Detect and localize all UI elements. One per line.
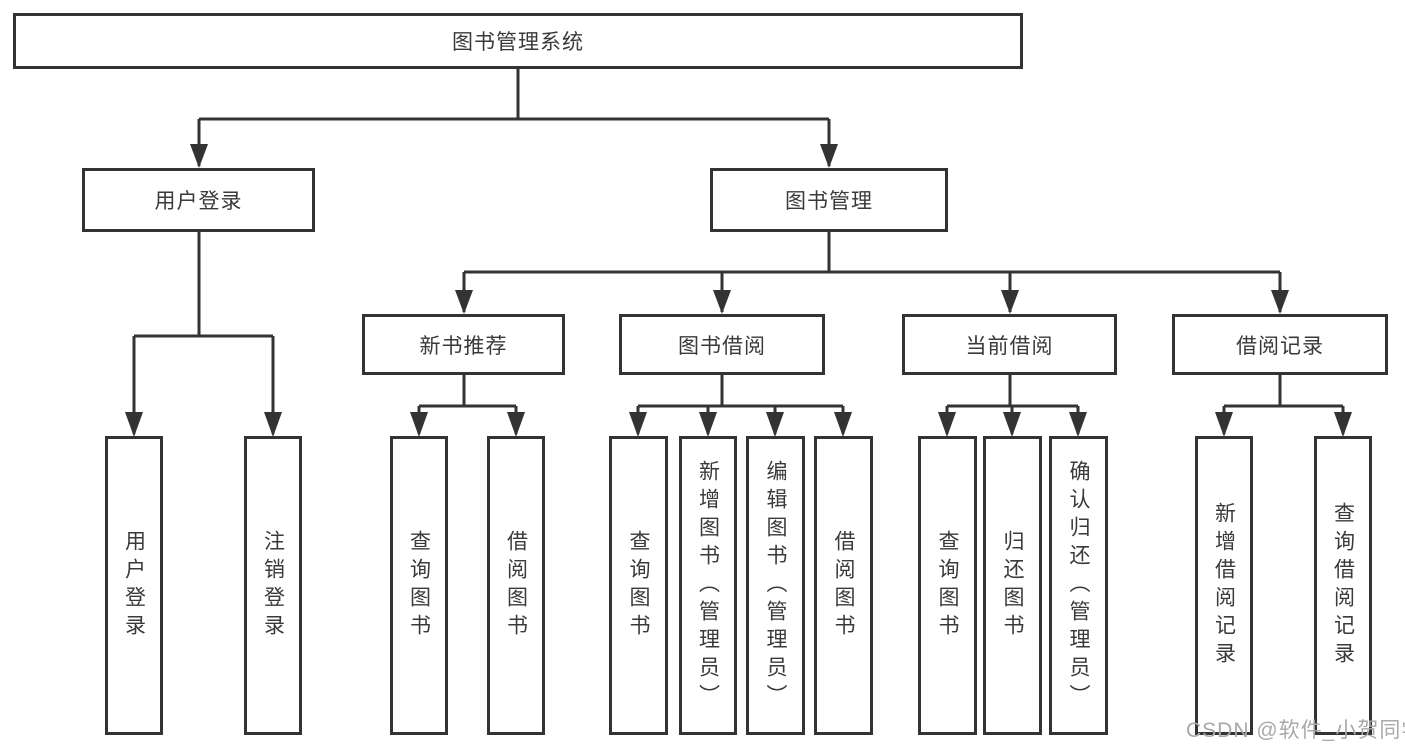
node-leaf-query-books-current: 查询图书 [918, 436, 977, 735]
node-book-management: 图书管理 [710, 168, 948, 232]
node-leaf-query-borrow-record: 查询借阅记录 [1314, 436, 1372, 735]
node-leaf-query-borrow-record-label: 查询借阅记录 [1331, 501, 1355, 670]
node-leaf-add-borrow-record-label: 新增借阅记录 [1212, 501, 1236, 670]
node-borrowing-records-label: 借阅记录 [1236, 334, 1324, 358]
node-leaf-confirm-return-admin-label: 确认归还（管理员） [1067, 459, 1090, 712]
node-library-system: 图书管理系统 [13, 13, 1023, 69]
node-leaf-add-books-admin: 新增图书（管理员） [679, 436, 737, 735]
node-new-book-recommend-label: 新书推荐 [419, 334, 508, 358]
node-leaf-logout: 注销登录 [244, 436, 302, 735]
node-leaf-query-books-recommend: 查询图书 [390, 436, 448, 735]
node-leaf-query-books-current-label: 查询图书 [936, 529, 959, 642]
node-leaf-return-books-label: 归还图书 [1001, 529, 1024, 642]
arrowheads [125, 144, 1352, 437]
node-leaf-user-login: 用户登录 [105, 436, 163, 735]
node-leaf-return-books: 归还图书 [983, 436, 1042, 735]
node-book-management-label: 图书管理 [785, 190, 873, 213]
node-leaf-borrow-books-label: 借阅图书 [832, 529, 855, 642]
node-leaf-query-books-borrowing-label: 查询图书 [627, 529, 650, 642]
node-current-borrowing: 当前借阅 [902, 314, 1117, 375]
node-user-login-branch-label: 用户登录 [154, 190, 243, 213]
node-leaf-query-books-recommend-label: 查询图书 [407, 529, 431, 642]
node-leaf-add-books-admin-label: 新增图书（管理员） [696, 459, 720, 712]
node-leaf-edit-books-admin-label: 编辑图书（管理员） [764, 459, 787, 712]
node-library-system-label: 图书管理系统 [452, 31, 584, 54]
node-leaf-query-books-borrowing: 查询图书 [609, 436, 668, 735]
node-book-borrowing: 图书借阅 [619, 314, 825, 375]
node-leaf-borrow-books: 借阅图书 [814, 436, 873, 735]
node-leaf-user-login-label: 用户登录 [122, 529, 146, 642]
node-leaf-confirm-return-admin: 确认归还（管理员） [1049, 436, 1108, 735]
connector-paths [132, 69, 1345, 434]
node-leaf-borrow-books-recommend: 借阅图书 [487, 436, 545, 735]
node-leaf-add-borrow-record: 新增借阅记录 [1195, 436, 1253, 735]
node-current-borrowing-label: 当前借阅 [965, 334, 1054, 358]
node-leaf-borrow-books-recommend-label: 借阅图书 [504, 529, 528, 642]
node-borrowing-records: 借阅记录 [1172, 314, 1388, 375]
node-user-login-branch: 用户登录 [82, 168, 315, 232]
node-new-book-recommend: 新书推荐 [362, 314, 565, 375]
node-book-borrowing-label: 图书借阅 [678, 334, 766, 358]
csdn-watermark: CSDN @软件_小贺同学 [1186, 719, 1405, 742]
node-leaf-edit-books-admin: 编辑图书（管理员） [746, 436, 805, 735]
node-leaf-logout-label: 注销登录 [261, 529, 285, 642]
